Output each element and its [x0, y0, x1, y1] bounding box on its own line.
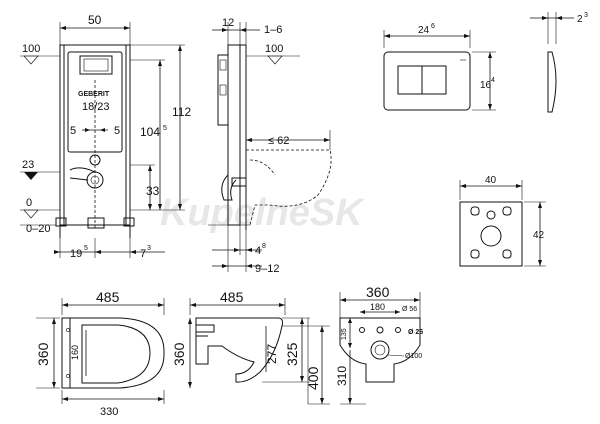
plate-height-label: 16 — [480, 80, 492, 91]
top-depth-label: 360 — [35, 342, 51, 366]
dim-48-sup: 8 — [262, 243, 266, 250]
dim-range-label: 1–6 — [264, 24, 282, 36]
bottom-dim-right-sup: 3 — [147, 245, 151, 252]
dim-48-label: 4 — [255, 245, 261, 257]
top-width-label: 485 — [96, 289, 120, 305]
cover-height-label: 42 — [533, 230, 545, 241]
flush-plate-view: 24 6 16 4 — [383, 23, 496, 111]
plate-height-sup: 4 — [491, 77, 495, 84]
top-bottom-label: 330 — [100, 406, 118, 418]
height-112-label: 112 — [172, 105, 191, 119]
back-width-label: 360 — [366, 284, 390, 300]
bottom-dim-left-sup: 5 — [84, 245, 88, 252]
top-inner-label: 160 — [70, 345, 80, 360]
offset-right: 5 — [114, 125, 120, 137]
offset-left: 5 — [70, 125, 76, 137]
back-d56-label: Ø 56 — [402, 306, 417, 313]
side-width-label: 485 — [220, 289, 244, 305]
side-height-left: 360 — [171, 342, 187, 366]
back-inner-label: 180 — [370, 302, 385, 312]
plate-width-label: 24 — [418, 25, 430, 36]
level-100-label: 100 — [22, 43, 40, 55]
dim-12-label: 12 — [222, 17, 234, 29]
level-0-label: 0 — [26, 197, 32, 209]
dim-range2-label: 9–12 — [255, 263, 279, 275]
bowl-side-view: 485 360 277 325 400 — [171, 289, 330, 405]
flush-plate-profile: 2 3 — [530, 12, 588, 113]
watermark: KupelneSK — [160, 192, 365, 234]
plate-width-sup: 6 — [431, 23, 435, 30]
height-33-label: 33 — [146, 184, 160, 198]
back-d100-label: Ø100 — [405, 353, 422, 360]
plate-depth-label: 2 — [577, 14, 583, 25]
side-height-mid: 277 — [265, 344, 279, 364]
cover-plate-view: 40 42 — [459, 175, 546, 267]
level-23-label: 23 — [22, 159, 34, 171]
floor-range-label: 0–20 — [26, 223, 50, 235]
frame-brand: GEBERIT — [78, 91, 110, 98]
bowl-top-view: 485 160 360 330 — [35, 289, 165, 418]
frame-view: 50 GEBERIT 18/23 5 5 100 — [20, 13, 191, 260]
frame-model: 18/23 — [82, 101, 110, 113]
bowl-back-view: 360 180 Ø 56 Ø 26 Ø100 135 310 — [335, 284, 423, 405]
side-height-right: 325 — [284, 342, 300, 366]
bottom-dim-right: 7 — [140, 248, 146, 260]
side-height-400: 400 — [305, 366, 321, 390]
back-dim-135: 135 — [341, 328, 348, 340]
plate-depth-sup: 3 — [584, 12, 588, 19]
back-dim-310: 310 — [335, 366, 349, 386]
dim-62-label: ≤ 62 — [268, 135, 289, 147]
bottom-dim-left: 19 — [70, 248, 82, 260]
side-level-100: 100 — [265, 43, 283, 55]
cover-width-label: 40 — [485, 175, 497, 186]
height-104-sup: 5 — [163, 125, 167, 132]
side-view: 12 1–6 100 ≤ 62 4 8 — [208, 17, 332, 275]
height-104-label: 104 — [140, 125, 160, 139]
back-d26-label: Ø 26 — [408, 329, 423, 336]
frame-width-label: 50 — [88, 13, 102, 27]
